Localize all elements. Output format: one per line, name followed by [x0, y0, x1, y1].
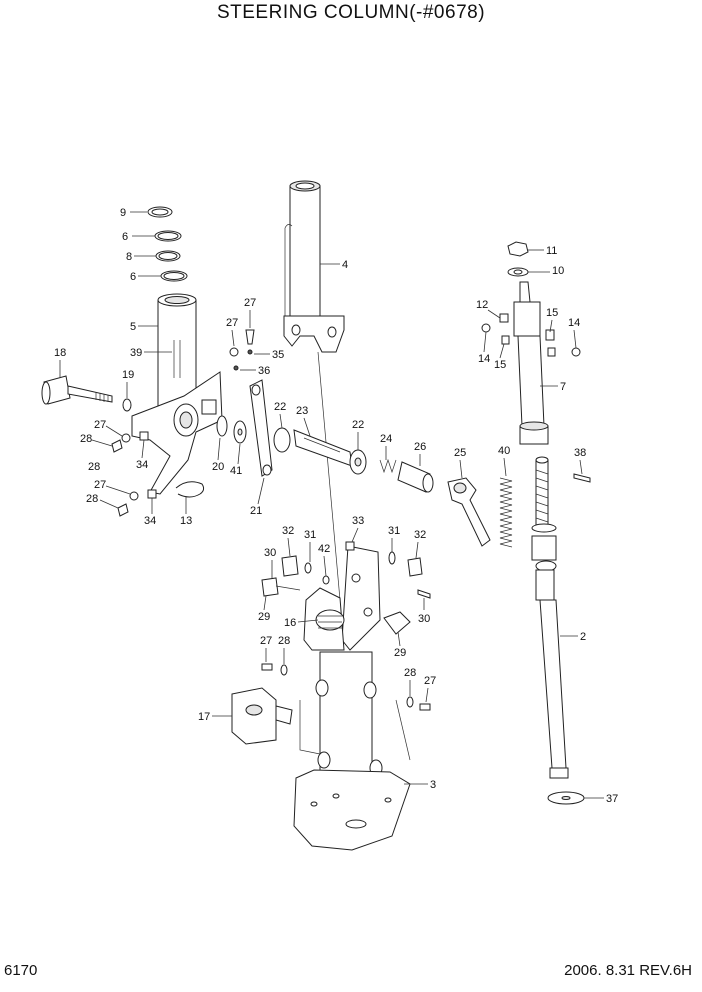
callout-label: 31 — [304, 529, 316, 541]
callout-label: 11 — [546, 245, 557, 257]
callout-label: 4 — [342, 259, 348, 271]
callout-label: 16 — [284, 617, 296, 629]
callout-label: 27 — [244, 297, 256, 309]
spring-24 — [379, 458, 397, 474]
tilt-lever — [249, 379, 273, 477]
callout-label: 35 — [272, 349, 284, 361]
callout-label: 29 — [394, 647, 406, 659]
callout-label: 14 — [478, 353, 490, 365]
callout-label: 30 — [264, 547, 276, 559]
callout-label: 27 — [226, 317, 238, 329]
callout-label: 13 — [180, 515, 192, 527]
callout-label: 25 — [454, 447, 466, 459]
callout-label: 28 — [278, 635, 290, 647]
callout-label: 31 — [388, 525, 400, 537]
callout-label: 22 — [352, 419, 364, 431]
callout-label: 42 — [318, 543, 330, 555]
callout-label: 38 — [574, 447, 586, 459]
ring-stack — [147, 206, 188, 282]
callout-label: 28 — [80, 433, 92, 445]
callout-label: 29 — [258, 611, 270, 623]
callout-label: 40 — [498, 445, 510, 457]
tilt-knob — [41, 375, 113, 405]
link-assembly — [273, 427, 367, 475]
callout-label: 32 — [282, 525, 294, 537]
callout-label: 8 — [126, 251, 132, 263]
spring-40 — [499, 477, 513, 548]
page-number: 6170 — [4, 962, 38, 979]
callout-label: 17 — [198, 711, 210, 723]
callout-label: 24 — [380, 433, 392, 445]
bolt-28-top — [229, 329, 255, 371]
callout-label: 21 — [250, 505, 262, 517]
steering-column-tube — [283, 180, 345, 353]
bearing-block — [303, 587, 345, 651]
callout-label: 12 — [476, 299, 488, 311]
callout-label: 19 — [122, 369, 134, 381]
callout-label: 15 — [494, 359, 506, 371]
callout-label: 27 — [424, 675, 436, 687]
callout-label: 34 — [144, 515, 156, 527]
callout-label: 39 — [130, 347, 142, 359]
lower-shaft — [531, 456, 569, 779]
callout-label: 15 — [546, 307, 558, 319]
callout-label: 27 — [260, 635, 272, 647]
callout-label: 30 — [418, 613, 430, 625]
callout-label: 26 — [414, 441, 426, 453]
callout-labels: 9 6 8 6 5 39 18 19 27 28 27 35 36 27 28 … — [54, 207, 618, 805]
upper-shaft — [513, 281, 549, 445]
callout-label: 37 — [606, 793, 618, 805]
callout-label: 2 — [580, 631, 586, 643]
callout-label: 34 — [136, 459, 148, 471]
nut-washer — [507, 241, 529, 277]
callout-label: 28 — [88, 461, 100, 473]
callout-label: 20 — [212, 461, 224, 473]
callout-label: 32 — [414, 529, 426, 541]
page-title: STEERING COLUMN(-#0678) — [216, 2, 486, 23]
callout-label: 10 — [552, 265, 564, 277]
callout-label: 27 — [94, 419, 106, 431]
callout-label: 3 — [430, 779, 436, 791]
callout-label: 28 — [86, 493, 98, 505]
tilt-handle — [447, 477, 491, 547]
callout-label: 5 — [130, 321, 136, 333]
bracket-17 — [231, 687, 293, 745]
callout-label: 28 — [404, 667, 416, 679]
callout-label: 23 — [296, 405, 308, 417]
bolt-27-28-lower — [117, 489, 157, 517]
callout-label: 36 — [258, 365, 270, 377]
callout-label: 7 — [560, 381, 566, 393]
bolt-27-28-upper — [111, 431, 149, 453]
callout-label: 27 — [94, 479, 106, 491]
callout-label: 6 — [122, 231, 128, 243]
callout-label: 22 — [274, 401, 286, 413]
callout-label: 18 — [54, 347, 66, 359]
callout-label: 9 — [120, 207, 126, 219]
callout-label: 14 — [568, 317, 580, 329]
column-base — [293, 651, 411, 851]
bracket-bolts — [261, 551, 431, 635]
callout-label: 41 — [230, 465, 242, 477]
callout-label: 33 — [352, 515, 364, 527]
callout-label: 6 — [130, 271, 136, 283]
mounting-plate — [341, 541, 381, 651]
date-revision: 2006. 8.31 REV.6H — [564, 962, 692, 979]
detent-cylinder — [397, 461, 434, 493]
